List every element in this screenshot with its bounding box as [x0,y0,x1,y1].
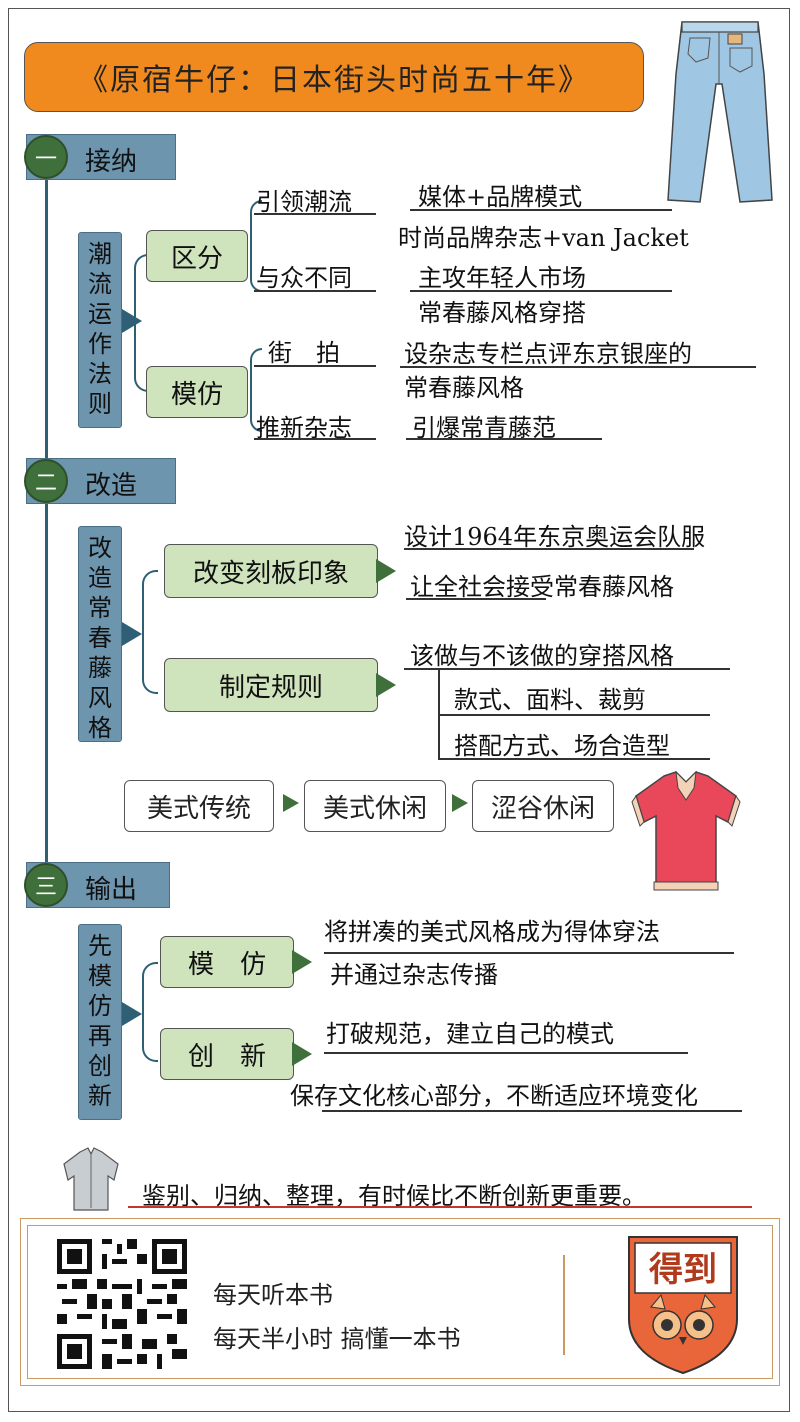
book-title: 《原宿牛仔：日本街头时尚五十年》 [78,63,590,98]
shirt-icon [63,1147,119,1211]
polo-shirt-icon [631,770,741,891]
street-snap-line-2: 常春藤风格 [404,374,524,402]
branch-imitate-3-label: 模 仿 [187,949,266,980]
underline [406,598,546,600]
section-3-number: 三 [24,863,68,907]
lead-trend-line-2: 时尚品牌杂志+van Jacket [398,224,689,252]
branch-change-stereotype-label: 改变刻板印象 [192,558,349,589]
branch-innovate-label: 创 新 [187,1041,266,1072]
flow-step-3: 涩谷休闲 [490,793,595,824]
branch-set-rules: 制定规则 [164,658,378,712]
arrow-set-rules [376,673,396,697]
branch-change-stereotype: 改变刻板印象 [164,544,378,598]
dedao-logo: 得到 [628,1236,738,1375]
branch-distinguish-label: 区分 [170,243,223,274]
underline [404,668,730,670]
flow-american-casual: 美式休闲 [304,780,446,832]
street-snap-line-1: 设杂志专栏点评东京银座的 [404,340,692,368]
new-magazine-line-1: 引爆常青藤范 [412,414,556,442]
underline [410,209,672,211]
underline [404,548,694,550]
key-lead-trend: 引领潮流 [256,188,352,216]
branch-distinguish: 区分 [146,230,248,282]
imitate-3-line-1: 将拼凑的美式风格成为得体穿法 [324,918,660,946]
qr-code [57,1239,187,1369]
underline [322,1110,742,1112]
section-3-label: 输出 [85,875,138,905]
branch-innovate: 创 新 [160,1028,294,1080]
innovate-line-1: 打破规范，建立自己的模式 [326,1020,614,1048]
section-1-vertical-box: 潮流运作法则 [78,232,122,428]
underline [400,366,756,368]
set-rules-line-3: 搭配方式、场合造型 [454,732,670,760]
flow-american-traditional: 美式传统 [124,780,274,832]
section-1-number: 一 [24,135,68,179]
be-different-line-1: 主攻年轻人市场 [418,264,586,292]
underline [254,438,376,440]
innovate-line-2: 保存文化核心部分，不断适应环境变化 [290,1082,698,1110]
section-1-label: 接纳 [85,147,138,177]
underline [410,290,672,292]
footer: 每天听本书 每天半小时 搞懂一本书 得到 [20,1218,780,1386]
flow-step-2: 美式休闲 [322,793,427,824]
section-2-label: 改造 [85,471,138,501]
conclusion-underline [128,1206,752,1208]
underline [438,714,710,716]
key-be-different: 与众不同 [256,264,352,292]
page-frame [8,8,790,1412]
set-rules-line-2: 款式、面料、裁剪 [454,686,646,714]
flow-arrow-1 [283,794,299,812]
change-stereotype-line-1: 设计1964年东京奥运会队服 [404,523,706,551]
arrow-imitate-3 [292,950,312,974]
section-2-brace [142,570,158,694]
footer-separator [563,1255,565,1355]
underline [254,365,376,367]
branch-imitate-label: 模仿 [170,379,223,410]
underline [324,1052,688,1054]
branch-imitate: 模仿 [146,366,248,418]
arrow-change-stereotype [376,559,396,583]
arrow-innovate [292,1042,312,1066]
title-banner: 《原宿牛仔：日本街头时尚五十年》 [24,42,644,112]
jeans-icon [667,21,773,203]
key-street-snap: 街 拍 [268,339,340,367]
set-rules-line-1: 该做与不该做的穿搭风格 [410,642,674,670]
section-3-arrow [122,1002,142,1026]
flow-shibuya-casual: 涩谷休闲 [472,780,614,832]
section-2-arrow [122,622,142,646]
be-different-line-2: 常春藤风格穿搭 [418,299,586,327]
imitate-3-line-2: 并通过杂志传播 [330,961,498,989]
change-stereotype-line-2: 让全社会接受常春藤风格 [410,573,674,601]
branch-imitate-3: 模 仿 [160,936,294,988]
section-2-vertical-box: 改造常春藤风格 [78,526,122,742]
flow-step-1: 美式传统 [146,793,251,824]
section-3-vertical-box: 先模仿再创新 [78,924,122,1120]
underline [254,290,376,292]
main-timeline [45,175,48,875]
key-new-magazine: 推新杂志 [256,414,352,442]
section-3-brace [142,962,158,1062]
slogan-2: 每天半小时 搞懂一本书 [213,1325,461,1353]
section-1-arrow [122,309,142,333]
underline [324,952,734,954]
logo-text: 得到 [648,1250,717,1290]
slogan-1: 每天听本书 [213,1281,333,1309]
underline [438,758,710,760]
underline [254,213,376,215]
conclusion-text: 鉴别、归纳、整理，有时候比不断创新更重要。 [142,1182,646,1210]
section-2-number: 二 [24,459,68,503]
branch-set-rules-label: 制定规则 [218,672,323,703]
footer-inner-border [27,1225,773,1379]
underline [406,438,602,440]
lead-trend-line-1: 媒体+品牌模式 [418,183,583,211]
flow-arrow-2 [452,794,468,812]
